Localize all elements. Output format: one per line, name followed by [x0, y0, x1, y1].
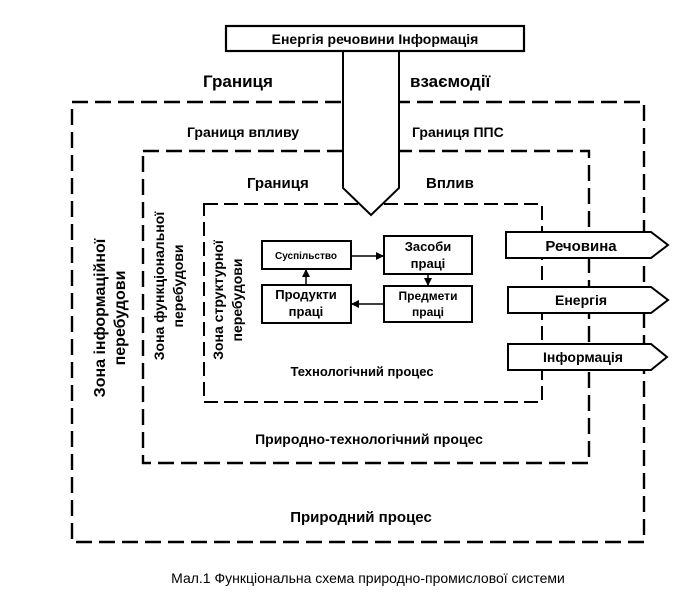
zone-informational: Зона інформаційної перебудови — [92, 238, 129, 397]
means-label-line1: Засоби — [405, 239, 452, 254]
output-arrow-energy — [507, 286, 670, 314]
society-box — [261, 240, 352, 270]
means-label-line2: праці — [411, 256, 446, 271]
natural-technological-process-label: Природно-технологічний процес — [255, 431, 483, 447]
pps-boundary-label: Границя ППС — [412, 124, 504, 140]
zone-structural-line1: Зона структурної — [210, 239, 226, 360]
inner-boundary-right: Вплив — [426, 175, 474, 192]
influence-boundary-label: Границя впливу — [187, 124, 299, 140]
zone-structural: Зона структурної перебудови — [210, 239, 245, 360]
objects-box — [383, 285, 473, 323]
top-label-box — [224, 24, 526, 53]
products-label-line2: праці — [289, 304, 324, 319]
natural-process-label: Природний процес — [290, 509, 432, 526]
output-energy-label: Енергія — [555, 292, 607, 308]
top-label: Енергія речовини Інформація — [272, 31, 479, 47]
output-arrow-substance — [505, 231, 670, 259]
influence-arrow — [342, 47, 400, 217]
objects-label-line2: праці — [412, 305, 444, 319]
zone-functional: Зона функціональної перебудови — [151, 211, 186, 361]
society-label: Суспільство — [275, 251, 337, 262]
zone-functional-line2: перебудови — [170, 245, 186, 328]
figure-caption: Мал.1 Функціональна схема природно-проми… — [171, 570, 565, 586]
output-information-label: Інформація — [543, 349, 623, 365]
output-substance-label: Речовина — [545, 238, 617, 255]
output-arrow-information — [507, 343, 669, 371]
zone-functional-line1: Зона функціональної — [151, 211, 167, 361]
interaction-boundary-right: взаємодії — [410, 72, 492, 91]
interaction-boundary-left: Границя — [203, 72, 273, 91]
zone-structural-line2: перебудови — [229, 259, 245, 342]
objects-label-line1: Предмети — [399, 289, 458, 303]
inner-boundary-left: Границя — [247, 175, 309, 192]
zone-informational-line2: перебудови — [112, 271, 129, 366]
zone-informational-line1: Зона інформаційної — [92, 238, 109, 397]
products-label-line1: Продукти — [275, 287, 337, 302]
technological-process-label: Технологічний процес — [290, 364, 433, 379]
